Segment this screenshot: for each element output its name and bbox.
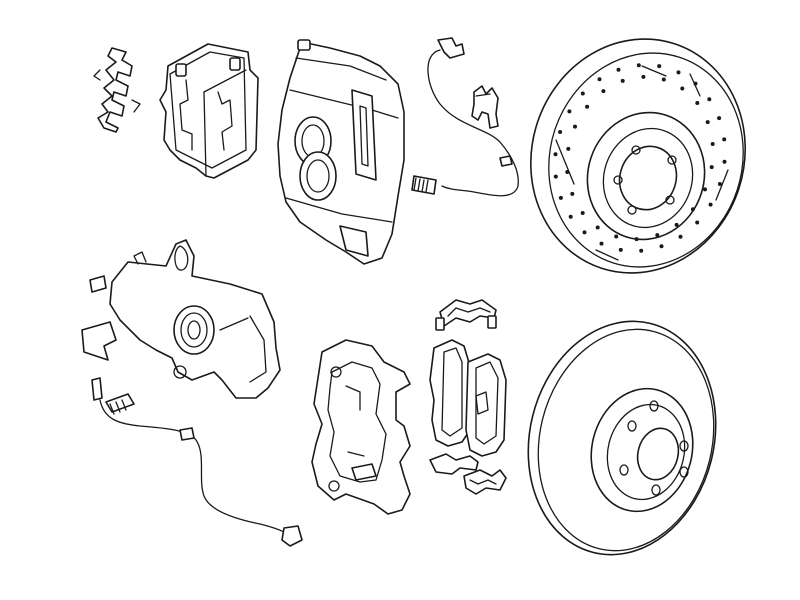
rear-brake-disc xyxy=(527,320,717,556)
drilled-hole xyxy=(717,116,722,121)
drilled-hole xyxy=(641,74,646,79)
drilled-hole xyxy=(655,233,660,238)
drilled-hole xyxy=(565,170,570,174)
drilled-hole xyxy=(558,195,563,200)
drilled-hole xyxy=(708,202,713,207)
rear-pad-clips-bottom xyxy=(429,453,507,495)
drilled-hole xyxy=(676,70,681,75)
drilled-hole xyxy=(558,130,563,134)
rear-caliper-carrier xyxy=(311,339,411,515)
drilled-hole xyxy=(573,124,577,129)
drilled-hole xyxy=(707,97,712,102)
drilled-hole xyxy=(674,222,679,227)
drilled-hole xyxy=(599,241,604,246)
drilled-hole xyxy=(585,104,590,109)
rear-brake-pads xyxy=(429,339,507,457)
drilled-hole xyxy=(601,89,606,94)
front-brake-disc-drilled xyxy=(529,38,747,274)
drilled-hole xyxy=(717,182,722,186)
drilled-hole xyxy=(657,64,662,69)
drilled-hole xyxy=(582,230,587,235)
drilled-hole xyxy=(570,191,575,196)
drilled-hole xyxy=(567,109,572,114)
drilled-hole xyxy=(705,120,710,125)
drilled-hole xyxy=(680,86,685,91)
drilled-hole xyxy=(695,101,700,105)
drilled-hole xyxy=(618,247,623,252)
drilled-hole xyxy=(690,207,695,212)
drilled-hole xyxy=(580,91,585,96)
front-anti-rattle-clip xyxy=(471,85,499,129)
drilled-hole xyxy=(597,77,602,82)
drilled-hole xyxy=(553,174,558,179)
front-pad-retaining-clip xyxy=(93,47,141,133)
front-wear-sensor xyxy=(411,37,519,197)
drilled-hole xyxy=(634,237,639,242)
drilled-hole xyxy=(659,244,664,249)
drilled-hole xyxy=(553,152,558,157)
drilled-hole xyxy=(661,77,666,82)
drilled-hole xyxy=(614,234,619,239)
rear-brake-caliper xyxy=(81,239,281,399)
rear-pad-spring-clip-top xyxy=(435,299,497,331)
drilled-hole xyxy=(709,165,714,170)
rear-wear-sensor xyxy=(91,377,303,547)
drilled-hole xyxy=(580,211,585,215)
drilled-hole xyxy=(568,214,573,219)
drilled-hole xyxy=(695,220,700,225)
drilled-hole xyxy=(636,63,641,68)
drilled-hole xyxy=(722,137,727,142)
drilled-hole xyxy=(595,225,600,230)
drilled-hole xyxy=(693,81,698,86)
drilled-hole xyxy=(616,67,621,72)
drilled-hole xyxy=(703,187,707,192)
drilled-hole xyxy=(566,146,571,151)
drilled-hole xyxy=(722,159,727,164)
front-brake-caliper xyxy=(277,39,405,265)
drilled-hole xyxy=(678,234,683,239)
front-brake-pads xyxy=(159,43,259,179)
drilled-hole xyxy=(710,142,715,146)
drilled-hole xyxy=(620,78,625,83)
drilled-hole xyxy=(639,248,644,253)
